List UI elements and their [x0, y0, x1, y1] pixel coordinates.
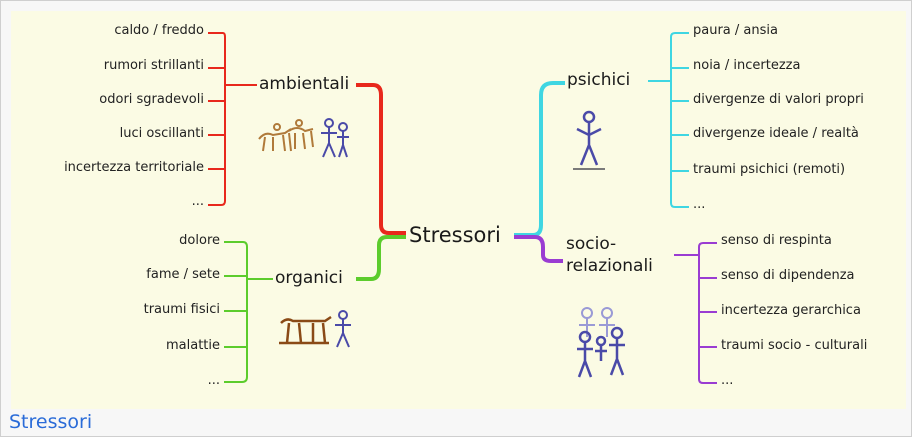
- branch-socio-line1: socio-: [566, 234, 617, 254]
- figure-icon: [573, 110, 605, 170]
- psichici-item: noia / incertezza: [693, 58, 801, 73]
- branch-socio-line2: relazionali: [566, 256, 653, 276]
- mind-map-connectors: [208, 32, 717, 384]
- organici-item: ...: [207, 373, 220, 388]
- central-topic: Stressori: [409, 223, 501, 247]
- animal-and-person-icon: [279, 310, 351, 348]
- group-of-people-icon: [577, 307, 625, 378]
- socio-item: incertezza gerarchica: [721, 303, 861, 318]
- psichici-item: divergenze di valori propri: [693, 92, 864, 107]
- organici-item: malattie: [165, 338, 220, 353]
- branch-organici: organici: [275, 268, 343, 288]
- socio-item: ...: [721, 373, 734, 388]
- caption-link[interactable]: Stressori: [9, 411, 93, 433]
- psichici-item: traumi psichici (remoti): [693, 162, 846, 177]
- animals-and-people-icon: [258, 118, 349, 158]
- psichici-item: divergenze ideale / realtà: [693, 126, 859, 141]
- branch-psichici: psichici: [567, 70, 631, 90]
- organici-item: fame / sete: [146, 267, 220, 282]
- organici-item: dolore: [179, 233, 220, 248]
- psichici-connectors: [514, 32, 689, 237]
- psichici-item: paura / ansia: [693, 23, 778, 38]
- ambientali-item: luci oscillanti: [119, 126, 204, 141]
- ambientali-connectors: [208, 32, 406, 235]
- ambientali-item: odori sgradevoli: [99, 92, 204, 107]
- psichici-item: ...: [693, 197, 706, 212]
- socio-item: senso di dipendenza: [721, 268, 855, 283]
- socio-item: traumi socio - culturali: [721, 338, 868, 353]
- organici-item: traumi fisici: [143, 302, 220, 317]
- ambientali-item: ...: [191, 194, 204, 209]
- mind-map: Stressori ambientali caldo / freddo rumo…: [11, 11, 906, 409]
- ambientali-item: caldo / freddo: [114, 23, 204, 38]
- socio-connectors: [514, 235, 717, 384]
- socio-item: senso di respinta: [721, 233, 832, 248]
- ambientali-item: rumori strillanti: [103, 58, 204, 73]
- organici-connectors: [224, 235, 406, 383]
- ambientali-item: incertezza territoriale: [64, 160, 204, 175]
- branch-ambientali: ambientali: [259, 74, 350, 94]
